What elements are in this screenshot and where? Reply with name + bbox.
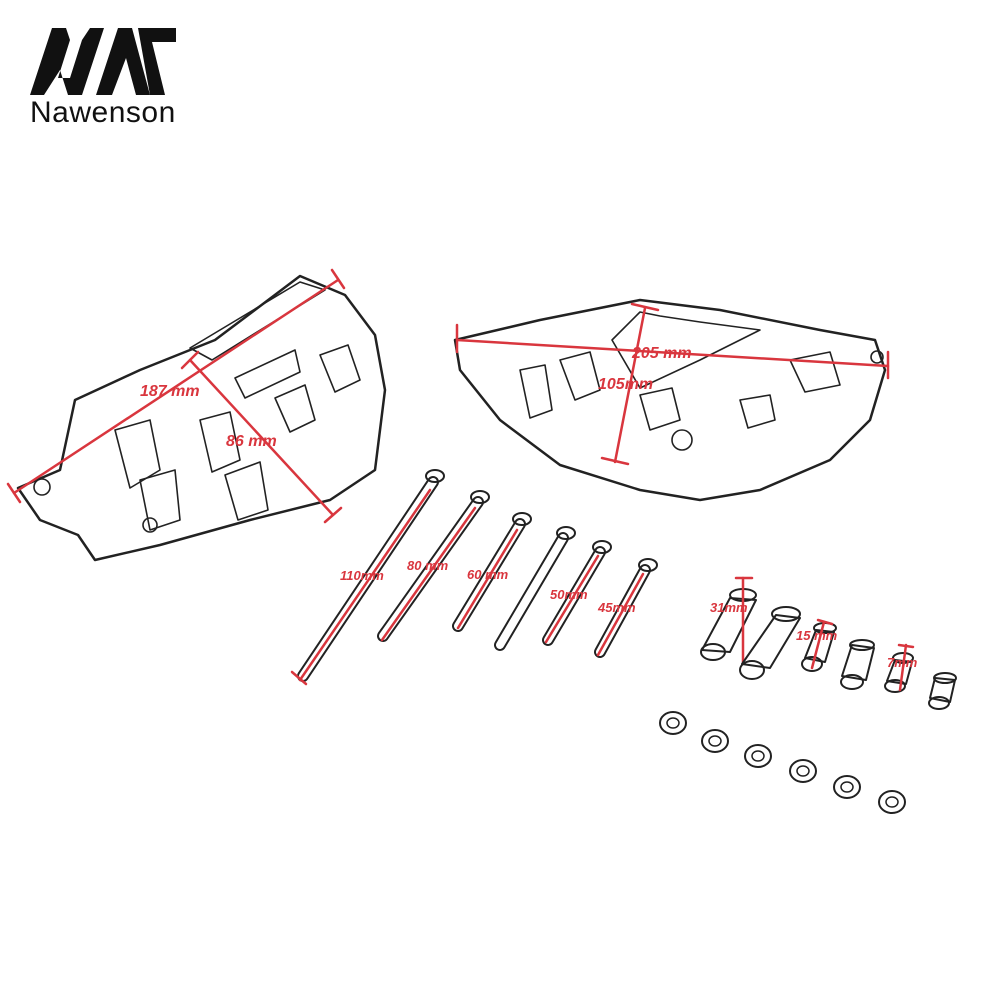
spacer-15-label: 15 mm bbox=[796, 628, 838, 643]
brand-name: Nawenson bbox=[30, 96, 176, 129]
right-guard-plate bbox=[453, 298, 887, 502]
right-plate-height-line bbox=[600, 302, 660, 466]
right-plate-length-line bbox=[455, 323, 890, 380]
spacer-7mm bbox=[884, 643, 915, 693]
washer-1 bbox=[659, 711, 687, 735]
bolt-50-label: 50mm bbox=[550, 587, 588, 602]
washer-6 bbox=[878, 790, 906, 814]
bolt-60mm bbox=[452, 512, 532, 632]
bolt-50mm bbox=[542, 540, 612, 646]
spacer-31-label: 31mm bbox=[710, 600, 748, 615]
spacer-small bbox=[928, 672, 957, 710]
bolt-110-label: 110mm bbox=[340, 568, 384, 583]
bolt-45-label: 45mm bbox=[597, 600, 636, 615]
spacer-31mm bbox=[700, 576, 757, 664]
left-plate-height-line bbox=[180, 350, 343, 524]
washer-2 bbox=[701, 729, 729, 753]
spacer-15mm bbox=[801, 618, 837, 672]
right-plate-height-label: 105mm bbox=[598, 376, 653, 393]
bolt-60-label: 60 mm bbox=[467, 567, 509, 582]
right-plate-length-label: 205 mm bbox=[631, 345, 692, 362]
left-guard-plate bbox=[16, 274, 387, 562]
spacer-7-label: 7mm bbox=[887, 655, 918, 670]
bolt-80mm bbox=[377, 490, 490, 642]
spacer-medium bbox=[840, 639, 875, 690]
spacer-large bbox=[739, 606, 801, 680]
left-plate-length-line bbox=[6, 268, 346, 504]
washer-5 bbox=[833, 775, 861, 799]
nawenson-logo-icon bbox=[30, 28, 176, 95]
bolt-110mm bbox=[290, 469, 445, 686]
bolt-45mm bbox=[594, 558, 658, 658]
bolt-unlabeled bbox=[494, 526, 576, 651]
washer-3 bbox=[744, 744, 772, 768]
left-plate-length-label: 187 mm bbox=[140, 383, 200, 400]
bolt-80-label: 80 mm bbox=[407, 558, 449, 573]
washer-4 bbox=[789, 759, 817, 783]
left-plate-height-label: 86 mm bbox=[226, 433, 277, 450]
